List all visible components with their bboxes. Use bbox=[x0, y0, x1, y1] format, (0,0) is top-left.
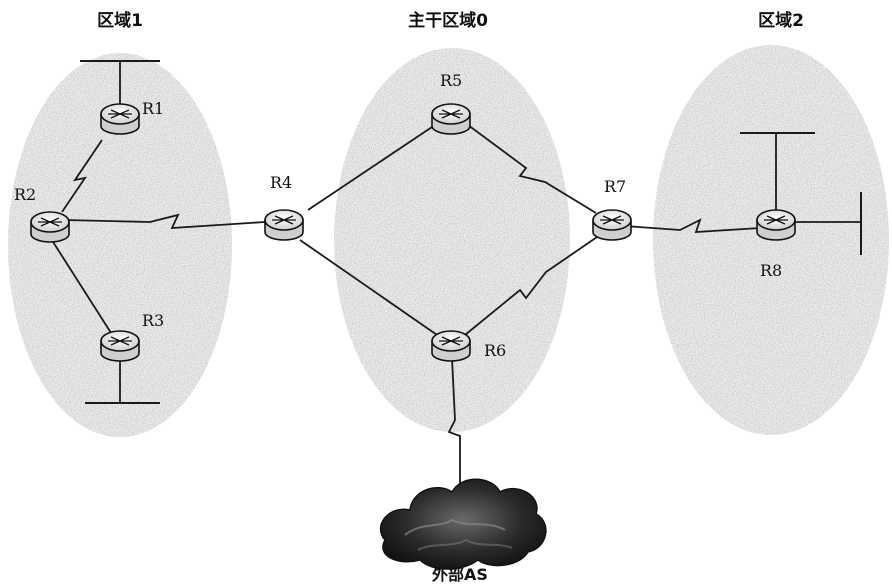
router-r6[interactable] bbox=[431, 330, 471, 362]
router-r1[interactable] bbox=[100, 103, 140, 135]
link-r2-r4 bbox=[64, 213, 266, 229]
router-label-r8: R8 bbox=[760, 261, 782, 280]
backbone-title: 主干区域0 bbox=[408, 10, 488, 31]
lan-segment-r1 bbox=[80, 60, 160, 104]
link-r2-r1 bbox=[61, 139, 103, 213]
router-label-r6: R6 bbox=[484, 341, 506, 360]
router-label-r5: R5 bbox=[440, 71, 462, 90]
link-r5-r7 bbox=[467, 124, 597, 214]
router-r8[interactable] bbox=[756, 209, 796, 241]
router-r3[interactable] bbox=[100, 330, 140, 362]
link-r4-r6 bbox=[299, 239, 441, 338]
link-r7-r8 bbox=[624, 218, 761, 233]
lan-segment-r3 bbox=[85, 356, 160, 404]
link-r4-r5 bbox=[307, 124, 436, 211]
lan-segment-r8-right bbox=[792, 192, 862, 255]
router-r2[interactable] bbox=[30, 211, 70, 243]
link-r6-r7 bbox=[464, 234, 601, 336]
router-r4[interactable] bbox=[264, 209, 304, 241]
external-as-label: 外部AS bbox=[431, 565, 488, 584]
link-r6-external bbox=[447, 357, 461, 495]
router-label-r1: R1 bbox=[142, 99, 164, 118]
area1-title: 区域1 bbox=[97, 10, 143, 31]
router-label-r7: R7 bbox=[604, 177, 626, 196]
router-r7[interactable] bbox=[592, 209, 632, 241]
area2-title: 区域2 bbox=[758, 10, 804, 31]
router-label-r3: R3 bbox=[142, 311, 164, 330]
link-r2-r3 bbox=[47, 233, 121, 348]
lan-segment-r8-top bbox=[740, 132, 815, 210]
area1-region bbox=[8, 53, 232, 437]
backbone-region bbox=[334, 48, 570, 432]
router-label-r4: R4 bbox=[270, 173, 292, 192]
external-as-cloud bbox=[379, 478, 547, 570]
router-r5[interactable] bbox=[431, 103, 471, 135]
router-label-r2: R2 bbox=[14, 185, 36, 204]
